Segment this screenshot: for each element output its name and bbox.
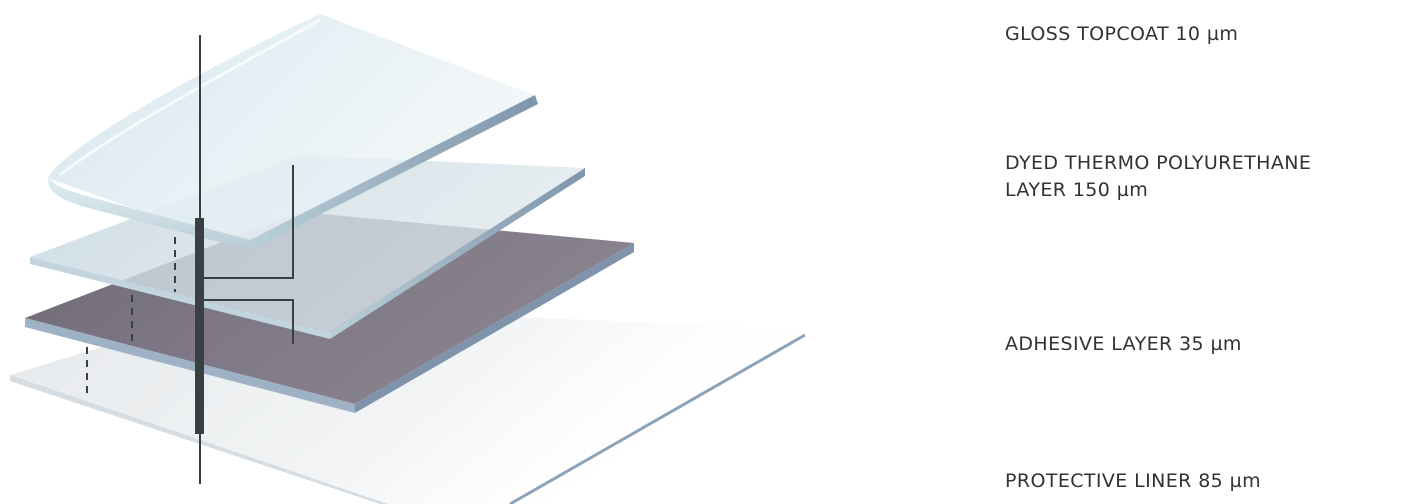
topcoat-label: GLOSS TOPCOAT 10 µm (1005, 23, 1239, 45)
thickness-dashes (86, 237, 176, 394)
adhesive-leader-line (204, 299, 294, 344)
adhesive-label: ADHESIVE LAYER 35 µm (1005, 333, 1242, 355)
stack-bar (195, 218, 204, 434)
polyurethane-leader-line (204, 165, 294, 279)
polyurethane-layer (30, 155, 585, 339)
polyurethane-label-line-1: DYED THERMO POLYURETHANE (1005, 152, 1312, 174)
liner-label: PROTECTIVE LINER 85 µm (1005, 470, 1262, 492)
leader-lines (199, 34, 950, 485)
polyurethane-label-line-2: LAYER 150 µm (1005, 179, 1149, 201)
